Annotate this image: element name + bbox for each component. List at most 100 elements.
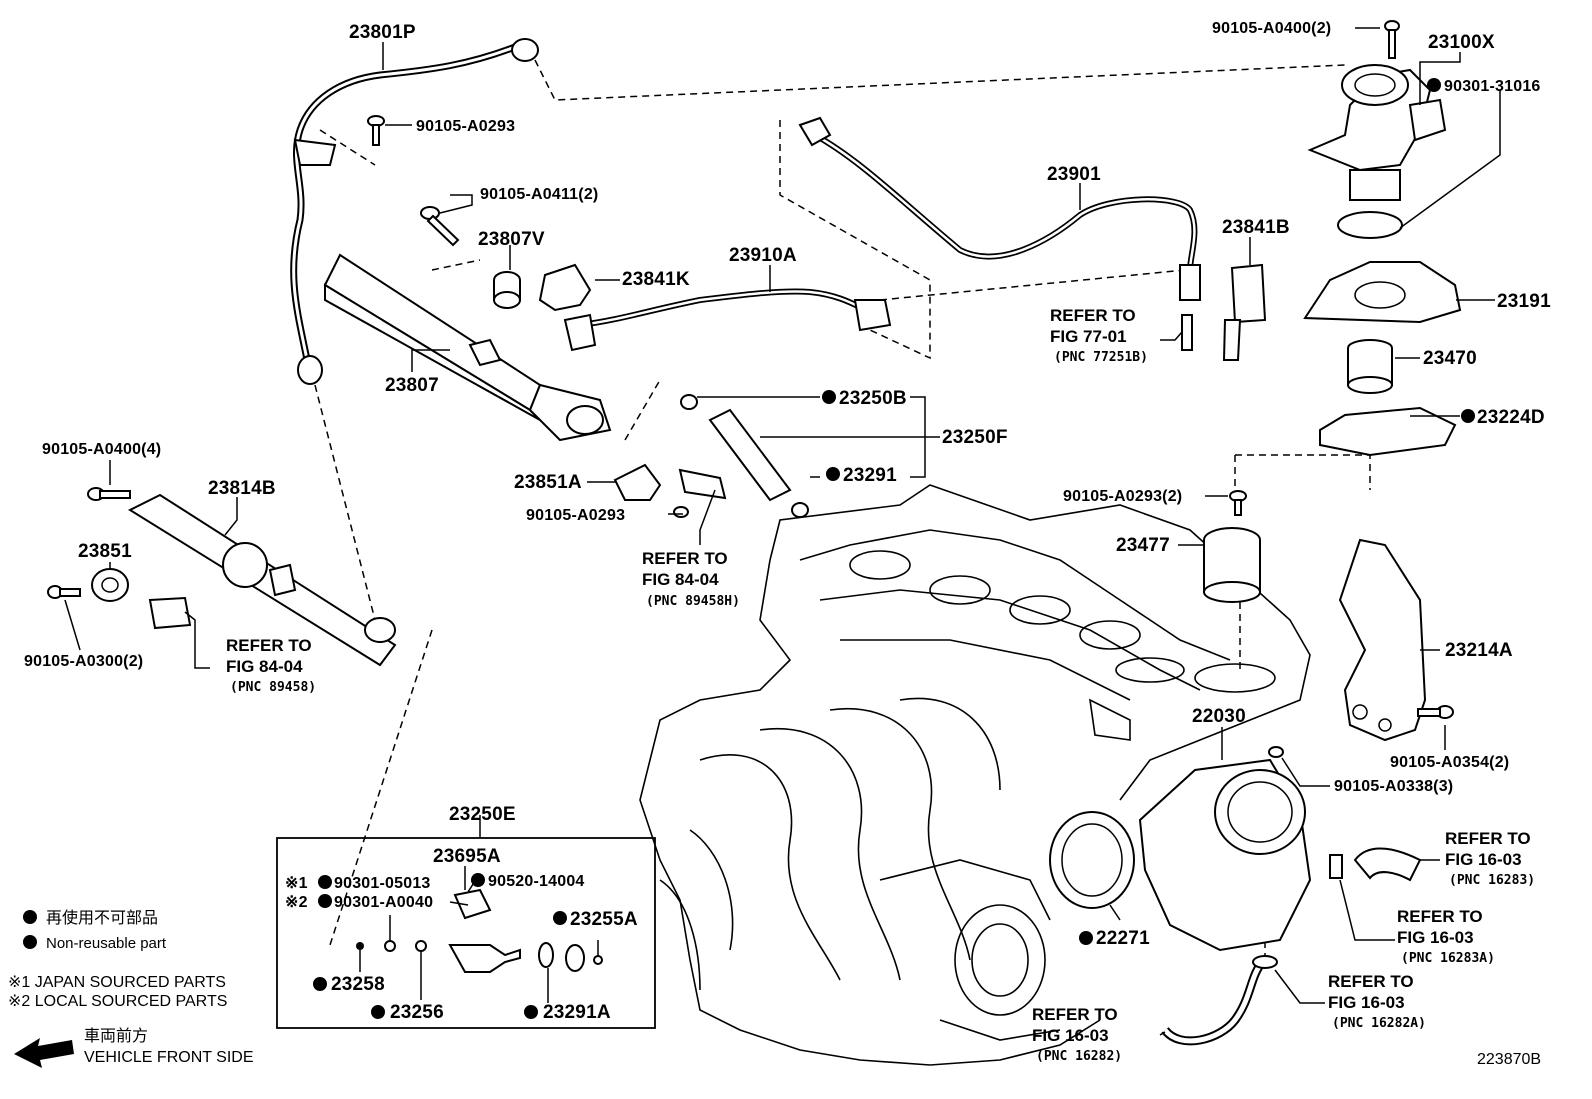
refer-fig: FIG 77-01 — [1050, 327, 1127, 346]
label-23250F: 23250F — [942, 427, 1008, 448]
injector-23250F — [680, 394, 809, 518]
nonreusable-markers — [23, 78, 1475, 1019]
bolt-icon — [87, 487, 131, 501]
bolt-icon — [367, 115, 385, 146]
refer-pnc: (PNC 16282) — [1036, 1049, 1122, 1064]
lifter-23470 — [1347, 339, 1393, 394]
label-23910A: 23910A — [729, 245, 797, 266]
legend-local-sourced: ※2 LOCAL SOURCED PARTS — [8, 993, 227, 1010]
label-90105-A0400-4: 90105-A0400(4) — [42, 441, 161, 458]
gasket-23224D — [1319, 406, 1457, 457]
label-23851: 23851 — [78, 541, 132, 562]
label-23841K: 23841K — [622, 269, 690, 290]
label-23470: 23470 — [1423, 348, 1477, 369]
fuel-pressure-sensor-icon — [148, 596, 192, 630]
collar-23807V — [493, 271, 521, 309]
label-23807V: 23807V — [478, 229, 545, 250]
part-23851 — [91, 568, 129, 602]
label-23224D: 23224D — [1477, 407, 1545, 428]
label-90105-A0400-2: 90105-A0400(2) — [1212, 20, 1331, 37]
refer-pnc: (PNC 16283) — [1449, 873, 1535, 888]
fuel-pipe-23901 — [813, 132, 1198, 271]
marker-japan: ※1 — [285, 875, 308, 892]
label-23851A: 23851A — [514, 472, 582, 493]
part-labels: 23801P 90105-A0400(2) 23100X 90301-31016… — [24, 20, 1551, 1023]
legend: 再使用不可部品 Non-reusable part ※1 JAPAN SOURC… — [8, 909, 254, 1068]
label-23901: 23901 — [1047, 164, 1101, 185]
refer-pnc: (PNC 16283A) — [1401, 951, 1495, 966]
legend-front-jp: 車両前方 — [84, 1027, 148, 1045]
label-23256: 23256 — [390, 1002, 444, 1023]
cover-23214A — [1338, 538, 1427, 742]
label-90105-A0354-2: 90105-A0354(2) — [1390, 754, 1509, 771]
refer-label: REFER TO — [1397, 907, 1483, 926]
high-pressure-pump-23100X — [1307, 64, 1447, 239]
legend-front-en: VEHICLE FRONT SIDE — [84, 1049, 254, 1066]
bolt-icon — [1417, 705, 1454, 719]
throttle-body-22030 — [1138, 758, 1312, 952]
label-23801P: 23801P — [349, 22, 416, 43]
bolt-icon — [47, 585, 81, 599]
kit-box-23250E — [276, 837, 656, 1029]
label-23291A: 23291A — [543, 1002, 611, 1023]
assembly-dashed-lines — [314, 59, 1371, 960]
refer-label: REFER TO — [1050, 306, 1136, 325]
refer-to-84-04-left: REFER TO FIG 84-04 (PNC 89458) — [226, 636, 316, 695]
refer-to-84-04-mid: REFER TO FIG 84-04 (PNC 89458H) — [642, 549, 740, 609]
fuel-rail-23814B — [127, 493, 397, 667]
refer-to-16-03-a: REFER TO FIG 16-03 (PNC 16283) — [1445, 829, 1535, 888]
refer-fig: FIG 16-03 — [1445, 850, 1522, 869]
label-90105-A0338-3: 90105-A0338(3) — [1334, 778, 1453, 795]
label-90301-05013: 90301-05013 — [334, 875, 431, 892]
label-23214A: 23214A — [1445, 640, 1513, 661]
leader-lines — [64, 27, 1501, 1036]
diagram-id: 223870B — [1477, 1051, 1541, 1068]
fuel-rail-23807 — [323, 253, 612, 442]
vehicle-front-arrow-icon — [14, 1038, 74, 1068]
legend-japan-sourced: ※1 JAPAN SOURCED PARTS — [8, 974, 226, 991]
refer-label: REFER TO — [1445, 829, 1531, 848]
label-23250E: 23250E — [449, 804, 516, 825]
label-23291: 23291 — [843, 465, 897, 486]
bolt-icon — [673, 506, 689, 518]
kit-parts — [356, 888, 603, 973]
refer-label: REFER TO — [642, 549, 728, 568]
refer-label: REFER TO — [1328, 972, 1414, 991]
bolt-icon — [1229, 490, 1247, 516]
refer-pnc: (PNC 16282A) — [1332, 1016, 1426, 1031]
label-22030: 22030 — [1192, 706, 1246, 727]
valve-23841B — [1222, 263, 1267, 361]
refer-pnc: (PNC 89458) — [230, 680, 316, 695]
refer-fig: FIG 16-03 — [1397, 928, 1474, 947]
engine-outline — [639, 484, 1311, 1066]
label-90105-A0300-2: 90105-A0300(2) — [24, 653, 143, 670]
insulator-23191 — [1303, 261, 1462, 324]
label-90520-14004: 90520-14004 — [488, 873, 585, 890]
refer-fig: FIG 84-04 — [642, 570, 719, 589]
label-23250B: 23250B — [839, 388, 907, 409]
housing-23477 — [1203, 527, 1261, 603]
refer-fig: FIG 16-03 — [1328, 993, 1405, 1012]
marker-local: ※2 — [285, 894, 308, 911]
label-90301-31016: 90301-31016 — [1444, 78, 1541, 95]
legend-nonreusable-en: Non-reusable part — [46, 935, 167, 952]
label-23100X: 23100X — [1428, 32, 1495, 53]
refer-label: REFER TO — [1032, 1005, 1118, 1024]
label-90105-A0411-2: 90105-A0411(2) — [480, 186, 598, 203]
refer-pnc: (PNC 89458H) — [646, 594, 740, 609]
label-23807: 23807 — [385, 375, 439, 396]
refer-to-16-03-c: REFER TO FIG 16-03 (PNC 16282A) — [1328, 972, 1426, 1031]
refer-to-16-03-b: REFER TO FIG 16-03 (PNC 16283A) — [1397, 907, 1495, 966]
bolt-icon — [420, 206, 460, 247]
refer-fig: FIG 16-03 — [1032, 1026, 1109, 1045]
refer-to-77-01: REFER TO FIG 77-01 (PNC 77251B) — [1050, 306, 1148, 365]
label-23841B: 23841B — [1222, 217, 1290, 238]
legend-nonreusable-jp: 再使用不可部品 — [46, 909, 158, 927]
bolt-icon — [1268, 746, 1284, 758]
label-23258: 23258 — [331, 974, 385, 995]
label-90105-A0293-top: 90105-A0293 — [416, 118, 515, 135]
label-23255A: 23255A — [570, 909, 638, 930]
water-hose-icon — [1353, 847, 1422, 882]
